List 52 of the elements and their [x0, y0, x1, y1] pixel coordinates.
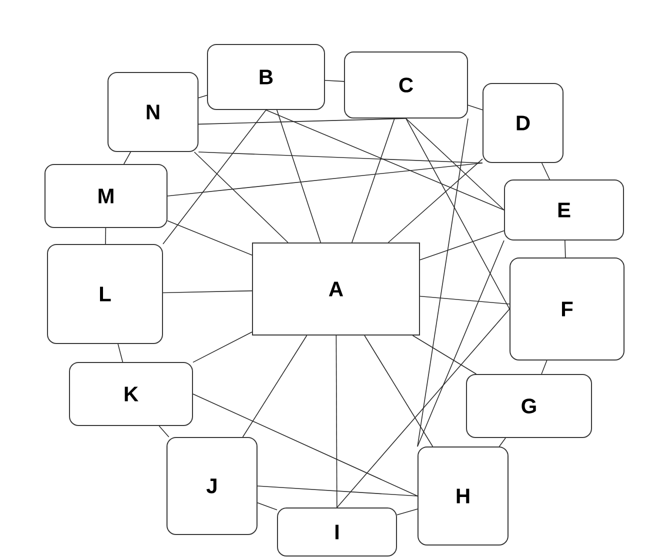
connector-line: [541, 162, 550, 180]
connector-line: [192, 332, 252, 363]
connector-line: [336, 308, 510, 508]
connector-line: [194, 152, 288, 243]
connector-line: [324, 80, 344, 82]
rounded-box: F: [510, 258, 624, 360]
connector-line: [541, 360, 548, 374]
connector-line: [276, 110, 322, 243]
rounded-box: J: [166, 437, 258, 535]
rounded-box: I: [277, 508, 397, 556]
connector-line: [417, 118, 468, 447]
rounded-box: M: [44, 164, 168, 228]
rounded-box: L: [47, 244, 163, 344]
connector-line: [124, 152, 132, 164]
connector-line: [412, 335, 477, 374]
connector-line: [118, 344, 124, 362]
connector-line: [257, 502, 278, 510]
rounded-box: K: [69, 362, 193, 426]
rounded-box: N: [108, 72, 198, 152]
connector-line: [420, 296, 510, 304]
centre-box: A: [252, 242, 420, 336]
connector-line: [162, 290, 252, 294]
connector-line: [162, 110, 266, 244]
connector-line: [406, 118, 510, 310]
rounded-box: G: [466, 374, 592, 438]
connector-line: [198, 94, 208, 98]
connector-line: [417, 240, 504, 447]
connector-line: [336, 335, 338, 508]
rounded-box: H: [418, 446, 508, 546]
rounded-box: B: [207, 44, 325, 110]
connector-line: [257, 486, 418, 496]
connector-line: [420, 230, 504, 260]
connector-line: [364, 335, 434, 447]
connector-line: [167, 220, 252, 256]
rounded-box: C: [344, 52, 468, 118]
connector-line: [242, 335, 308, 438]
connector-line: [406, 118, 504, 210]
rounded-box: E: [504, 180, 624, 240]
connector-line: [564, 240, 566, 258]
connector-line: [158, 426, 170, 438]
connector-line: [192, 394, 418, 496]
connector-line: [388, 158, 483, 243]
connector-line: [498, 438, 506, 447]
connector-line: [396, 508, 418, 516]
connector-line: [352, 118, 395, 243]
connector-line: [266, 110, 504, 210]
connector-line: [198, 118, 406, 125]
connector-line: [105, 228, 106, 244]
connector-line: [468, 104, 483, 110]
rounded-box: D: [482, 83, 564, 163]
connector-line: [198, 152, 483, 164]
connector-line: [167, 162, 483, 196]
